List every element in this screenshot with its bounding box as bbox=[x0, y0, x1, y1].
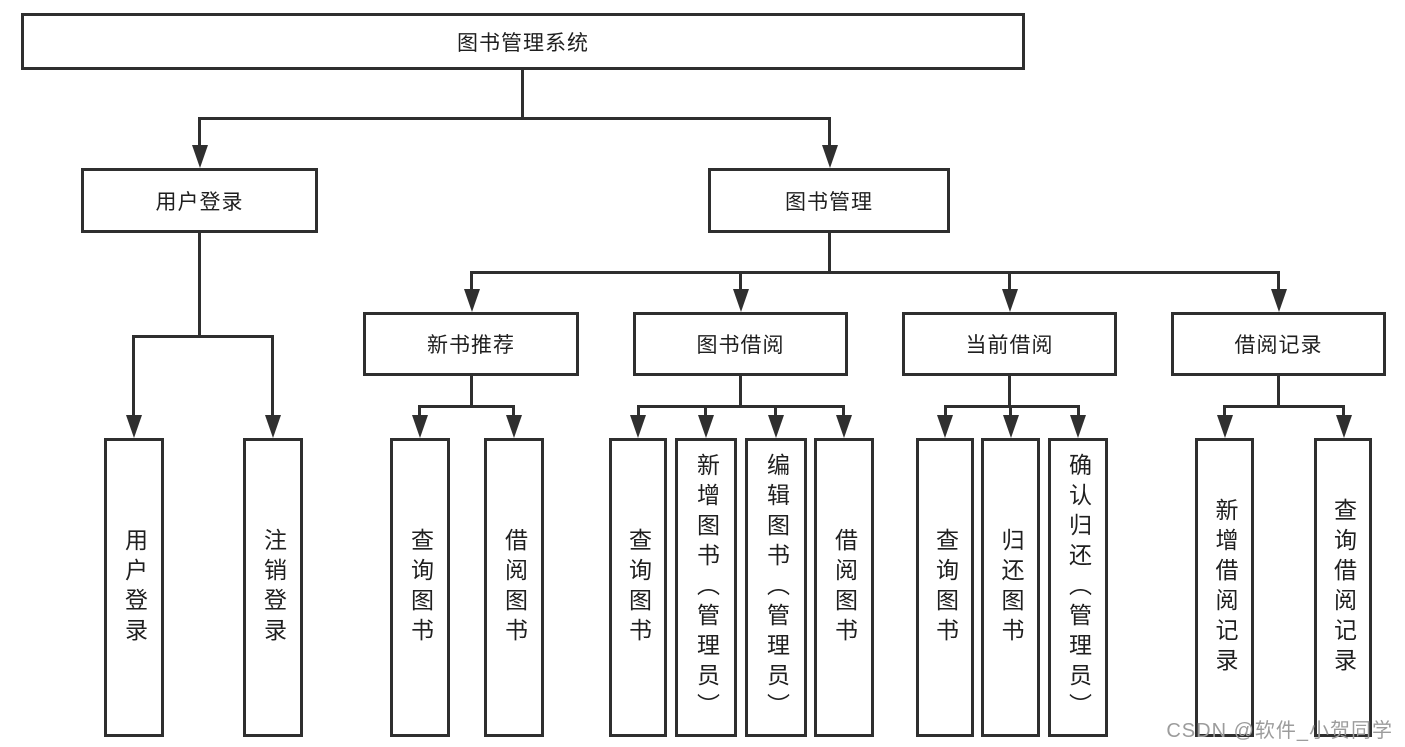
connector-user-login-stem bbox=[198, 233, 201, 337]
connector-book-borrowing-split bbox=[637, 405, 845, 408]
connector-to-leaf-borrow-books-2 bbox=[842, 405, 845, 418]
connector-to-leaf-user-login bbox=[132, 335, 135, 417]
leaf-logout: 注销登录 bbox=[243, 438, 303, 737]
leaf-user-login: 用户登录 bbox=[104, 438, 164, 737]
leaf-query-books-2: 查询图书 bbox=[609, 438, 667, 737]
connector-to-leaf-query-borrow-record bbox=[1342, 405, 1345, 418]
node-current-borrowing: 当前借阅 bbox=[902, 312, 1117, 376]
arrowhead-leaf-confirm-return bbox=[1070, 415, 1086, 438]
connector-root-split bbox=[198, 117, 831, 120]
connector-root-stem bbox=[521, 70, 524, 118]
arrowhead-leaf-logout bbox=[265, 415, 281, 438]
connector-book-management-split bbox=[470, 271, 1280, 274]
arrowhead-leaf-query-borrow-record bbox=[1336, 415, 1352, 438]
leaf-return-books-label: 归还图书 bbox=[998, 527, 1024, 648]
arrowhead-new-book-recommend bbox=[464, 289, 480, 312]
arrowhead-leaf-borrow-books-1 bbox=[506, 415, 522, 438]
arrowhead-current-borrowing bbox=[1002, 289, 1018, 312]
connector-to-leaf-add-books-admin bbox=[704, 405, 707, 418]
node-borrowing-records-label: 借阅记录 bbox=[1234, 334, 1323, 357]
connector-to-leaf-confirm-return bbox=[1077, 405, 1080, 418]
arrowhead-leaf-return-books bbox=[1003, 415, 1019, 438]
leaf-query-borrow-record-label: 查询借阅记录 bbox=[1330, 497, 1357, 678]
leaf-borrow-books-2: 借阅图书 bbox=[814, 438, 874, 737]
leaf-edit-books-admin-label: 编辑图书（管理员） bbox=[763, 452, 790, 723]
arrowhead-leaf-query-books-3 bbox=[937, 415, 953, 438]
node-user-login-label: 用户登录 bbox=[155, 190, 244, 214]
connector-current-borrowing-split bbox=[944, 405, 1080, 408]
arrowhead-leaf-user-login bbox=[126, 415, 142, 438]
connector-new-book-recommend-split bbox=[418, 405, 515, 408]
leaf-confirm-return-admin-label: 确认归还（管理员） bbox=[1065, 452, 1092, 723]
leaf-add-books-admin: 新增图书（管理员） bbox=[675, 438, 737, 737]
leaf-query-books-1: 查询图书 bbox=[390, 438, 450, 737]
connector-to-new-book-recommend bbox=[470, 271, 473, 292]
leaf-borrow-books-1-label: 借阅图书 bbox=[501, 527, 528, 648]
connector-borrowing-records-stem bbox=[1277, 376, 1280, 407]
node-book-management: 图书管理 bbox=[708, 168, 950, 233]
connector-book-management-stem bbox=[828, 233, 831, 273]
connector-to-leaf-query-books-2 bbox=[637, 405, 640, 418]
leaf-return-books: 归还图书 bbox=[981, 438, 1040, 737]
leaf-query-books-3-label: 查询图书 bbox=[932, 527, 959, 648]
connector-to-book-management bbox=[828, 117, 831, 147]
connector-to-leaf-add-borrow-record bbox=[1223, 405, 1226, 418]
arrowhead-user-login bbox=[192, 145, 208, 168]
arrowhead-leaf-query-books-1 bbox=[412, 415, 428, 438]
watermark-text: CSDN @软件_小贺同学 bbox=[1166, 720, 1393, 742]
connector-to-borrowing-records bbox=[1277, 271, 1280, 292]
node-new-book-recommend-label: 新书推荐 bbox=[427, 334, 515, 357]
arrowhead-leaf-add-books-admin bbox=[698, 415, 714, 438]
arrowhead-leaf-query-books-2 bbox=[630, 415, 646, 438]
node-book-borrowing-label: 图书借阅 bbox=[696, 334, 785, 357]
leaf-query-borrow-record: 查询借阅记录 bbox=[1314, 438, 1372, 737]
leaf-borrow-books-1: 借阅图书 bbox=[484, 438, 544, 737]
connector-to-book-borrowing bbox=[739, 271, 742, 292]
leaf-logout-label: 注销登录 bbox=[260, 527, 287, 648]
connector-to-leaf-edit-books-admin bbox=[774, 405, 777, 418]
connector-to-user-login bbox=[198, 117, 201, 147]
connector-user-login-split bbox=[133, 335, 274, 338]
arrowhead-borrowing-records bbox=[1271, 289, 1287, 312]
leaf-add-borrow-record: 新增借阅记录 bbox=[1195, 438, 1254, 737]
connector-to-current-borrowing bbox=[1008, 271, 1011, 292]
connector-to-leaf-query-books-1 bbox=[418, 405, 421, 418]
arrowhead-leaf-borrow-books-2 bbox=[836, 415, 852, 438]
connector-to-leaf-logout bbox=[271, 335, 274, 417]
connector-new-book-recommend-stem bbox=[470, 376, 473, 407]
node-borrowing-records: 借阅记录 bbox=[1171, 312, 1386, 376]
leaf-confirm-return-admin: 确认归还（管理员） bbox=[1048, 438, 1108, 737]
node-new-book-recommend: 新书推荐 bbox=[363, 312, 579, 376]
leaf-add-borrow-record-label: 新增借阅记录 bbox=[1212, 497, 1238, 678]
node-user-login: 用户登录 bbox=[81, 168, 318, 233]
arrowhead-book-management bbox=[822, 145, 838, 168]
leaf-query-books-3: 查询图书 bbox=[916, 438, 974, 737]
leaf-query-books-1-label: 查询图书 bbox=[407, 527, 434, 648]
leaf-borrow-books-2-label: 借阅图书 bbox=[831, 527, 858, 648]
leaf-edit-books-admin: 编辑图书（管理员） bbox=[745, 438, 807, 737]
connector-current-borrowing-stem bbox=[1008, 376, 1011, 407]
connector-to-leaf-query-books-3 bbox=[944, 405, 947, 418]
arrowhead-leaf-edit-books-admin bbox=[768, 415, 784, 438]
leaf-user-login-label: 用户登录 bbox=[121, 527, 148, 648]
leaf-query-books-2-label: 查询图书 bbox=[625, 527, 652, 648]
node-root-label: 图书管理系统 bbox=[457, 31, 589, 55]
connector-to-leaf-borrow-books-1 bbox=[512, 405, 515, 418]
leaf-add-books-admin-label: 新增图书（管理员） bbox=[693, 452, 720, 723]
arrowhead-book-borrowing bbox=[733, 289, 749, 312]
connector-book-borrowing-stem bbox=[739, 376, 742, 407]
node-book-borrowing: 图书借阅 bbox=[633, 312, 848, 376]
node-root: 图书管理系统 bbox=[21, 13, 1025, 70]
arrowhead-leaf-add-borrow-record bbox=[1217, 415, 1233, 438]
connector-to-leaf-return-books bbox=[1009, 405, 1012, 418]
node-book-management-label: 图书管理 bbox=[785, 190, 873, 214]
node-current-borrowing-label: 当前借阅 bbox=[965, 334, 1054, 357]
connector-borrowing-records-split bbox=[1223, 405, 1344, 408]
